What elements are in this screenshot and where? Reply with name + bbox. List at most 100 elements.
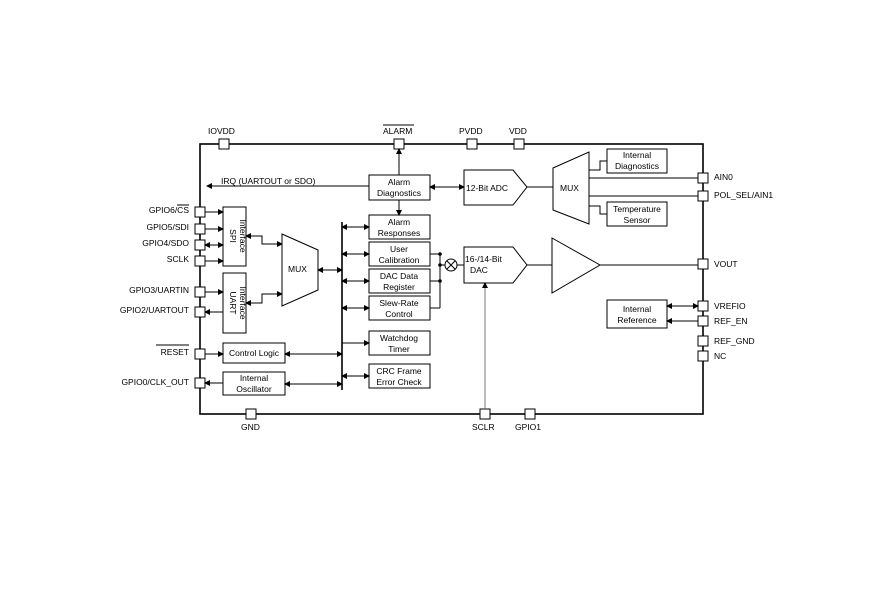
wire-mux-temp (589, 205, 607, 215)
internal-diagnostics-label-2: Diagnostics (615, 161, 659, 171)
pin-vout (697, 258, 709, 270)
internal-oscillator-label-2: Oscillator (236, 384, 272, 394)
chip-outline (199, 143, 704, 415)
alarm-diagnostics-label-1: Alarm (388, 177, 410, 187)
internal-diagnostics-label-1: Internal (623, 150, 651, 160)
multiplier-cross-2 (446, 260, 456, 270)
wire-uart-mux (245, 291, 283, 306)
pin-vdd (513, 138, 525, 150)
pin-gpio0 (194, 377, 206, 389)
user-calibration-label-1: User (390, 244, 408, 254)
internal-oscillator-label-1: Internal (240, 373, 268, 383)
internal-reference-label-2: Reference (617, 315, 656, 325)
right-mux (552, 151, 590, 225)
pin-gnd (245, 408, 257, 420)
dac-data-register-label-1: DAC Data (380, 271, 419, 281)
dac-data-register-label-2: Register (383, 282, 415, 292)
pin-ain0 (697, 172, 709, 184)
pin-nc (697, 350, 709, 362)
pin-label-gpio3: GPIO3/UARTIN (129, 285, 189, 295)
pin-label-gpio6: GPIO6/CS (149, 205, 189, 215)
uart-interface-label-1: UART (228, 292, 238, 315)
junction-3 (438, 279, 442, 283)
pin-gpio2 (194, 306, 206, 318)
internal-reference-block (606, 299, 668, 329)
spi-interface-label-2: Interface (238, 219, 248, 252)
pin-label-vdd: VDD (509, 126, 527, 136)
dac-label-2: DAC (470, 265, 488, 275)
pin-label-pvdd: PVDD (459, 126, 483, 136)
pin-ref-en (697, 315, 709, 327)
dac-data-register-block (368, 268, 431, 294)
pin-sclk (194, 255, 206, 267)
pin-gpio5 (194, 223, 206, 235)
wire-spi-mux (245, 233, 283, 247)
irq-label: IRQ (UARTOUT or SDO) (221, 176, 316, 186)
slew-rate-control-label-2: Control (385, 309, 413, 319)
crc-frame-label-1: CRC Frame (376, 366, 422, 376)
pin-label-gnd: GND (241, 422, 260, 432)
pin-gpio6 (194, 206, 206, 218)
watchdog-timer-label-1: Watchdog (380, 333, 418, 343)
pin-label-gpio1: GPIO1 (515, 422, 541, 432)
pin-label-ref-en: REF_EN (714, 316, 748, 326)
temperature-sensor-label-1: Temperature (613, 204, 661, 214)
internal-diagnostics-block (606, 148, 668, 174)
pin-pol-sel (697, 190, 709, 202)
left-mux-label: MUX (288, 264, 307, 274)
watchdog-timer-block (368, 330, 431, 356)
pin-label-sclk: SCLK (167, 254, 190, 264)
right-mux-label: MUX (560, 183, 579, 193)
slew-rate-control-label-1: Slew-Rate (379, 298, 418, 308)
pin-label-pol-sel: POL_SEL/AIN1 (714, 190, 773, 200)
alarm-responses-block (368, 214, 431, 240)
pin-label-gpio0: GPIO0/CLK_OUT (121, 377, 189, 387)
pin-label-sclr: SCLR (472, 422, 495, 432)
pin-sclr (479, 408, 491, 420)
alarm-diagnostics-label-2: Diagnostics (377, 188, 421, 198)
adc-block (463, 169, 528, 206)
alarm-responses-label-2: Responses (378, 228, 421, 238)
adc-label: 12-Bit ADC (466, 183, 508, 193)
pin-vrefio (697, 300, 709, 312)
pin-label-gpio2: GPIO2/UARTOUT (120, 305, 189, 315)
user-calibration-block (368, 241, 431, 267)
wire-mux-int-diag (589, 160, 607, 171)
pin-label-nc: NC (714, 351, 726, 361)
dac-block (463, 246, 528, 284)
pin-label-vout: VOUT (714, 259, 738, 269)
pin-gpio3 (194, 286, 206, 298)
pin-label-alarm: ALARM (383, 126, 412, 136)
left-mux (281, 233, 319, 307)
pin-label-reset: RESET (161, 347, 189, 357)
uart-interface-label-2: Interface (238, 286, 248, 319)
pin-label-vrefio: VREFIO (714, 301, 746, 311)
junction-1 (438, 252, 442, 256)
internal-reference-label-1: Internal (623, 304, 651, 314)
pin-pvdd (466, 138, 478, 150)
pin-label-iovdd: IOVDD (208, 126, 235, 136)
alarm-responses-label-1: Alarm (388, 217, 410, 227)
pin-label-ain0: AIN0 (714, 172, 733, 182)
temperature-sensor-label-2: Sensor (624, 215, 651, 225)
temperature-sensor-block (606, 201, 668, 227)
crc-frame-block (368, 363, 431, 389)
spi-interface-label-1: SPI (228, 229, 238, 243)
pin-gpio4 (194, 239, 206, 251)
pin-iovdd (218, 138, 230, 150)
watchdog-timer-label-2: Timer (388, 344, 410, 354)
alarm-diagnostics-block (368, 174, 431, 201)
output-amplifier (551, 237, 602, 294)
pin-label-ref-gnd: REF_GND (714, 336, 755, 346)
pin-label-gpio5: GPIO5/SDI (146, 222, 189, 232)
pin-ref-gnd (697, 335, 709, 347)
pin-reset (194, 348, 206, 360)
pin-gpio1 (524, 408, 536, 420)
dac-label-1: 16-/14-Bit (465, 254, 502, 264)
pin-label-gpio4: GPIO4/SDO (142, 238, 189, 248)
control-logic-label: Control Logic (229, 348, 280, 358)
user-calibration-label-2: Calibration (379, 255, 420, 265)
pin-alarm (393, 138, 405, 150)
crc-frame-label-2: Error Check (376, 377, 422, 387)
